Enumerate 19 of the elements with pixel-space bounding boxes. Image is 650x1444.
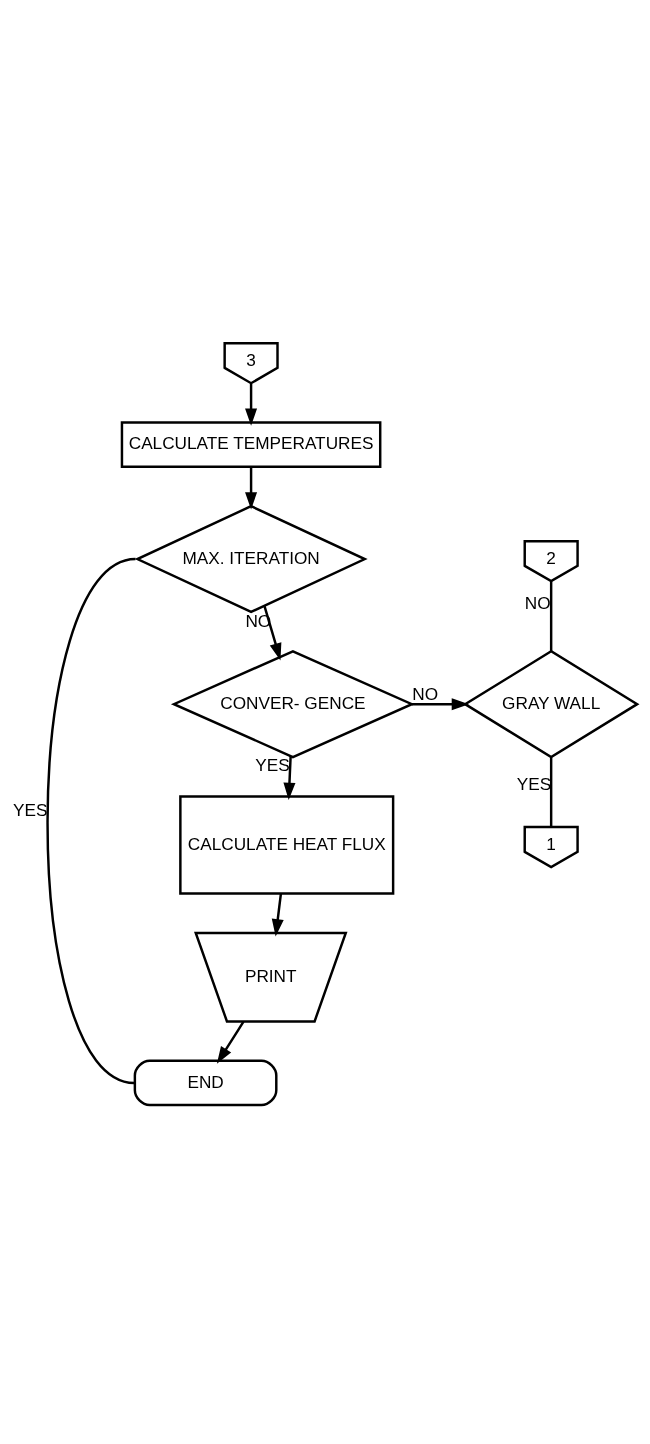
edge-label: YES (516, 774, 552, 795)
connector (549, 757, 553, 827)
arrow (271, 893, 284, 937)
arrow (411, 698, 469, 711)
edge-label: NO (524, 593, 551, 614)
node-diamond: GRAY WALL (462, 649, 640, 759)
node-box: END (133, 1059, 278, 1107)
edge-label: NO (412, 683, 439, 704)
arrow (283, 756, 296, 800)
connector (46, 557, 136, 1085)
node-box: CALCULATE HEAT FLUX (179, 795, 395, 895)
node-diamond: MAX. ITERATION (134, 504, 368, 614)
arrow (245, 383, 258, 426)
arrow (245, 466, 258, 510)
node-box: CALCULATE TEMPERATURES (120, 421, 382, 469)
arrow (263, 605, 282, 661)
edge-label: YES (13, 800, 48, 821)
connector (549, 581, 553, 651)
arrow (216, 1020, 245, 1064)
